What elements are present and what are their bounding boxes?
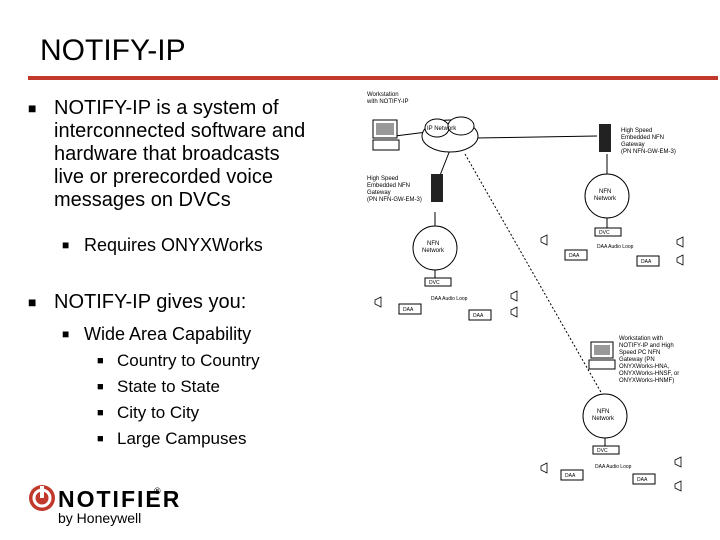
speaker-icon [674,480,682,492]
speaker-icon [540,234,548,246]
svg-text:DAA: DAA [473,313,484,319]
speaker-icon [676,254,684,266]
daa-box [632,473,656,485]
sub-bullet: ■ Requires ONYXWorks [62,235,263,255]
daa-box [560,469,584,481]
bullet-1: ■ NOTIFY-IP is a system of interconnecte… [28,97,306,212]
svg-text:Embedded NFN: Embedded NFN [367,183,410,189]
svg-text:ONYXWorks-HNA,: ONYXWorks-HNA, [619,364,670,370]
workstation-computer-icon [588,341,616,370]
daa-box [398,303,422,315]
svg-text:DAA Audio Loop: DAA Audio Loop [597,244,634,250]
nfn-network-node [584,173,630,219]
svg-text:DVC: DVC [599,230,610,236]
svg-text:DAA Audio Loop: DAA Audio Loop [431,296,468,302]
daa-box [564,249,588,261]
svg-text:ONYXWorks-HNSF, or: ONYXWorks-HNSF, or [619,371,679,377]
bullet-square-icon: ■ [97,433,104,445]
svg-text:Speed PC NFN: Speed PC NFN [619,350,660,356]
svg-text:DAA: DAA [569,253,580,259]
bullet-1-line: interconnected software and [54,120,306,142]
notifier-logo-icon [29,485,55,511]
svg-text:Network: Network [594,196,617,202]
svg-text:DAA: DAA [641,259,652,265]
svg-text:Gateway (PN: Gateway (PN [619,357,655,363]
link-line [394,131,428,137]
bullet-square-icon: ■ [28,294,37,310]
bullet-1-line: NOTIFY-IP is a system of [54,97,279,119]
gateway-left-label: High Speed [367,176,398,182]
daa-box [468,309,492,321]
bullet-1-line: messages on DVCs [54,189,231,211]
svg-text:Embedded NFN: Embedded NFN [621,135,664,141]
brand-name: NOTIFIER [58,486,182,512]
gateway-device-icon [431,174,443,202]
bullet-square-icon: ■ [62,327,70,341]
title-divider [28,76,718,80]
svg-text:Gateway: Gateway [367,190,391,196]
svg-text:DVC: DVC [597,448,608,454]
svg-text:(PN NFN-GW-EM-3): (PN NFN-GW-EM-3) [367,197,422,203]
speaker-icon [674,456,682,468]
svg-text:DAA: DAA [565,473,576,479]
bullet-square-icon: ■ [97,381,104,393]
link-line [464,153,611,409]
brand-tagline: by Honeywell [58,510,142,526]
svg-text:DAA: DAA [637,477,648,483]
bullet-square-icon: ■ [62,238,70,252]
sub-sub-bullet: ■ Country to Country [97,351,260,370]
bullet-1-line: hardware that broadcasts [54,143,280,165]
speaker-icon [374,296,382,308]
sub-bullet: ■ Wide Area Capability [62,324,252,344]
dvc-box [594,227,622,237]
speaker-icon [510,290,518,302]
slide-title: NOTIFY-IP [40,34,186,67]
gateway-right-label: High Speed [621,128,652,134]
link-line [474,135,598,139]
ip-network-cloud-icon [421,116,479,153]
registered-mark: ® [154,486,161,496]
svg-text:NFN: NFN [599,189,611,195]
workstation-bottom-label: Workstation with [619,336,663,342]
svg-text:Network: Network [422,248,445,254]
svg-text:DAA: DAA [403,307,414,313]
svg-text:DVC: DVC [429,280,440,286]
bullet-square-icon: ■ [97,407,104,419]
svg-text:DAA Audio Loop: DAA Audio Loop [595,464,632,470]
speaker-icon [676,236,684,248]
bullet-square-icon: ■ [28,100,37,116]
sub-sub-bullet: ■ City to City [97,403,200,422]
svg-text:with NOTIFY-IP: with NOTIFY-IP [366,99,408,105]
svg-text:NFN: NFN [597,409,609,415]
daa-box [636,255,660,267]
ip-network-label: IP Network [427,126,457,132]
nfn-network-node [412,225,458,271]
workstation-top-label: Workstation [367,92,399,98]
svg-text:Gateway: Gateway [621,142,645,148]
bullet-2: ■ NOTIFY-IP gives you: [28,291,247,313]
dvc-box [424,277,452,287]
sub-sub-bullet: ■ Large Campuses [97,429,247,448]
svg-text:ONYXWorks-HNMF): ONYXWorks-HNMF) [619,378,674,384]
svg-text:(PN NFN-GW-EM-3): (PN NFN-GW-EM-3) [621,149,676,155]
svg-text:NFN: NFN [427,241,439,247]
speaker-icon [540,462,548,474]
speaker-icon [510,306,518,318]
gateway-device-icon [599,124,611,152]
sub-sub-bullet: ■ State to State [97,377,221,396]
workstation-computer-icon [372,119,400,151]
dvc-box [592,445,620,455]
network-diagram: Workstation with NOTIFY-IP IP Network Hi… [366,92,684,492]
bullet-1-line: live or prerecorded voice [54,166,273,188]
svg-text:Network: Network [592,416,615,422]
bullet-square-icon: ■ [97,355,104,367]
nfn-network-node [582,393,628,439]
svg-text:NOTIFY-IP and High: NOTIFY-IP and High [619,343,674,349]
